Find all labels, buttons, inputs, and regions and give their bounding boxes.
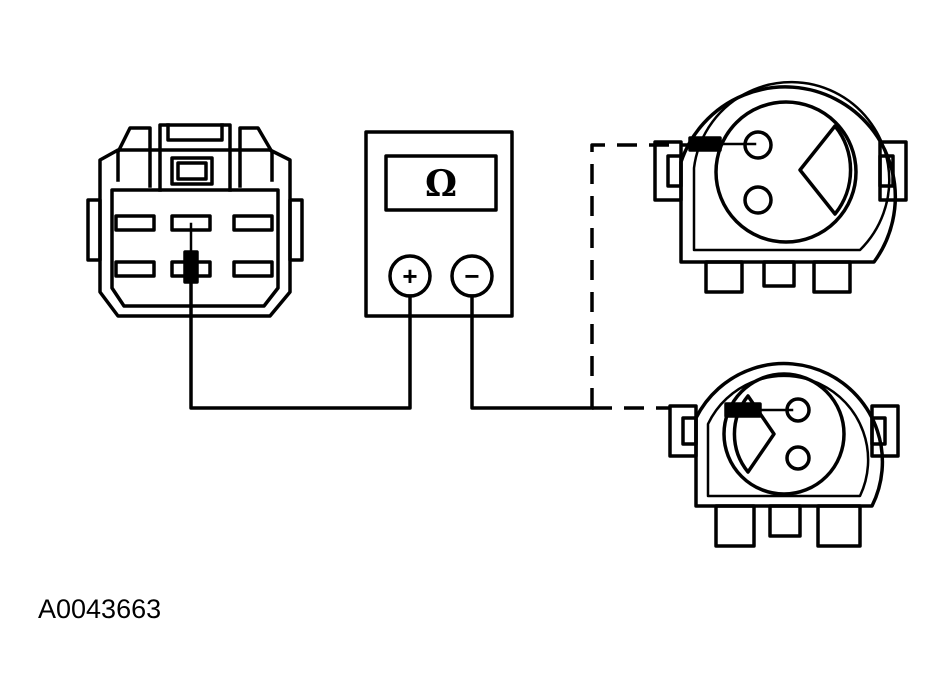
- connector-latch-window: [170, 156, 214, 186]
- connector-latch-top: [166, 123, 224, 142]
- connector-body: [98, 148, 292, 318]
- cavity-lower-1: [114, 260, 156, 278]
- meter-body: [364, 130, 514, 318]
- sensor-lower-probe: [724, 402, 794, 418]
- connector-rib-right: [238, 126, 274, 188]
- wire-dashed-upper: [590, 143, 690, 408]
- sensor-upper-key: [798, 124, 853, 216]
- connector-right-tab: [288, 198, 304, 262]
- connector-left-tab: [86, 198, 102, 262]
- sensor-lower-pin-2: [785, 445, 811, 471]
- connector-rib-left: [116, 126, 152, 188]
- meter-display: [384, 154, 498, 212]
- sensor-upper-face: [714, 100, 858, 244]
- sensor-upper-pin-2: [743, 185, 773, 215]
- sensor-lower-face: [722, 372, 846, 496]
- sensor-lower: [668, 361, 900, 548]
- cavity-upper-3: [232, 214, 274, 232]
- cavity-upper-1: [114, 214, 156, 232]
- sensor-upper: [653, 80, 908, 294]
- sensor-upper-housing: [679, 85, 898, 264]
- connector-probe: [183, 222, 199, 284]
- connector-inner-outline: [110, 188, 280, 308]
- meter-display-symbol: Ω: [425, 163, 457, 205]
- ohmmeter: [364, 130, 514, 318]
- connector-left: [86, 123, 304, 318]
- connector-latch-window-inner: [176, 161, 208, 181]
- negative-terminal-symbol: −: [464, 261, 479, 291]
- positive-terminal-symbol: +: [402, 261, 417, 291]
- sensor-lower-housing: [694, 361, 885, 508]
- wire-negative: [470, 294, 594, 410]
- connector-latch: [158, 123, 232, 192]
- figure-id: A0043663: [38, 594, 162, 624]
- sensor-upper-probe: [688, 136, 757, 152]
- cavity-lower-3: [232, 260, 274, 278]
- wire-positive: [189, 280, 412, 410]
